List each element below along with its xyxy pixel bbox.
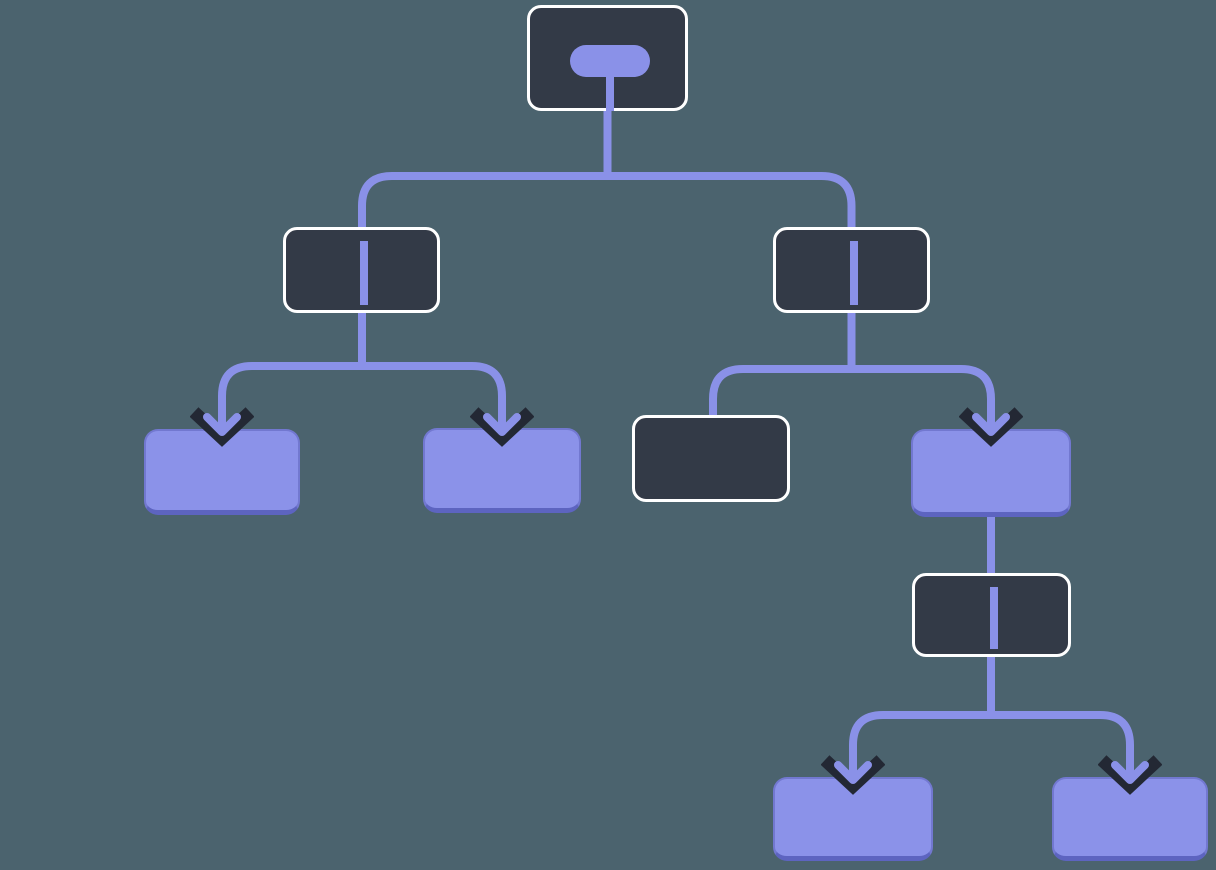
node-branch-left-label bbox=[286, 230, 437, 310]
chevron-down-arrow-icon bbox=[470, 402, 534, 447]
node-plain-dark-label bbox=[635, 418, 787, 499]
pill-icon bbox=[570, 45, 650, 77]
chevron-down-arrow-icon bbox=[821, 750, 885, 795]
vertical-bar-icon bbox=[360, 241, 368, 305]
chevron-down-arrow-icon bbox=[959, 402, 1023, 447]
node-branch-lower-label bbox=[915, 576, 1068, 654]
node-branch-right bbox=[773, 227, 930, 313]
node-leaf-top-left bbox=[144, 429, 300, 515]
connector-top-branch bbox=[358, 172, 856, 235]
node-leaf-top-mid bbox=[423, 428, 581, 513]
vertical-bar-icon bbox=[990, 587, 998, 649]
node-branch-right-label bbox=[776, 230, 927, 310]
node-branch-lower bbox=[912, 573, 1071, 657]
connector-bottom-branch bbox=[849, 711, 1134, 758]
connector-left-branch bbox=[218, 362, 506, 412]
node-root-label bbox=[530, 8, 685, 108]
chevron-down-arrow-icon bbox=[190, 402, 254, 447]
node-branch-left bbox=[283, 227, 440, 313]
node-plain-dark bbox=[632, 415, 790, 502]
connector-right-branch bbox=[709, 365, 995, 420]
pill-stem bbox=[606, 75, 614, 111]
vertical-bar-icon bbox=[850, 241, 858, 305]
chevron-down-arrow-icon bbox=[1098, 750, 1162, 795]
node-root bbox=[527, 5, 688, 111]
node-leaf-bottom-right bbox=[1052, 777, 1208, 861]
